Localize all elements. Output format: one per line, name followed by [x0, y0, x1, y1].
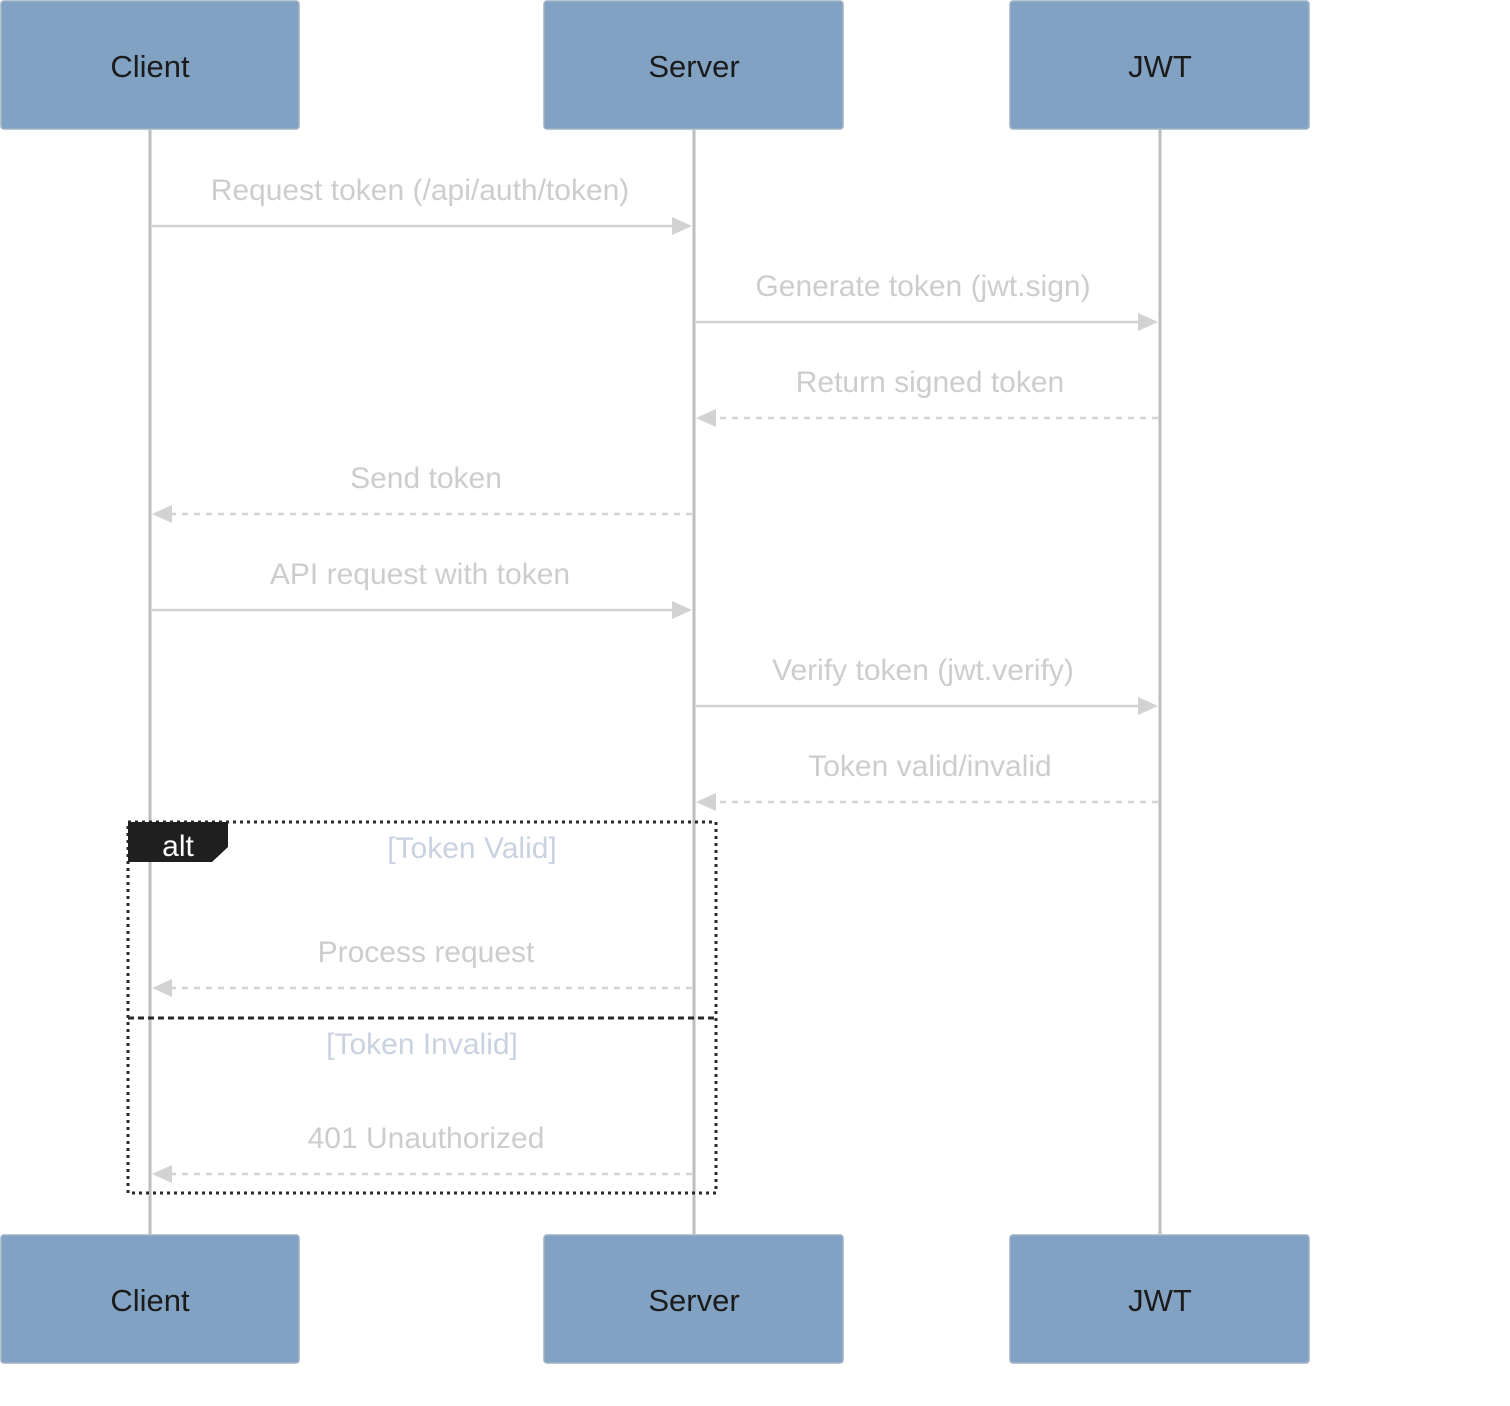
actor-label: JWT	[1128, 1283, 1192, 1318]
actor-box	[1009, 1234, 1310, 1364]
actor-box	[0, 0, 300, 130]
message-401-unauthorized: 401 Unauthorized	[152, 1122, 692, 1183]
actor-box	[543, 0, 844, 130]
message-label: API request with token	[270, 558, 570, 591]
alt-condition-invalid: [Token Invalid]	[326, 1028, 518, 1061]
alt-tag-label: alt	[162, 830, 194, 863]
actor-label: Server	[648, 49, 739, 84]
message-process-request: Process request	[152, 936, 692, 997]
arrow-head	[1138, 697, 1158, 715]
message-label: Request token (/api/auth/token)	[211, 174, 630, 207]
arrow-head	[152, 979, 172, 997]
alt-frame	[126, 820, 718, 1195]
actor-box	[1009, 0, 1310, 130]
actor-bottom-client: Client	[0, 1234, 300, 1364]
arrow-head	[672, 217, 692, 235]
actor-label: Server	[648, 1283, 739, 1318]
message-send-token: Send token	[152, 462, 692, 523]
message-api-request: API request with token	[152, 558, 692, 619]
actor-top-jwt: JWT	[1009, 0, 1310, 130]
actor-top-server: Server	[543, 0, 844, 130]
alt-tag	[128, 822, 228, 862]
alt-condition-valid: [Token Valid]	[387, 832, 557, 865]
message-return-signed-token: Return signed token	[696, 366, 1158, 427]
message-label: Send token	[350, 462, 502, 495]
arrow-head	[152, 505, 172, 523]
message-token-valid-invalid: Token valid/invalid	[696, 750, 1158, 811]
actor-box	[0, 1234, 300, 1364]
arrow-head	[672, 601, 692, 619]
message-label: Token valid/invalid	[808, 750, 1051, 783]
actor-bottom-jwt: JWT	[1009, 1234, 1310, 1364]
alt-fragment: alt [Token Valid] [Token Invalid]	[126, 820, 718, 1195]
arrow-head	[696, 409, 716, 427]
actor-bottom-server: Server	[543, 1234, 844, 1364]
message-label: Generate token (jwt.sign)	[755, 270, 1090, 303]
message-request-token: Request token (/api/auth/token)	[152, 174, 692, 235]
actor-label: JWT	[1128, 49, 1192, 84]
message-label: Verify token (jwt.verify)	[772, 654, 1074, 687]
arrow-head	[152, 1165, 172, 1183]
message-verify-token: Verify token (jwt.verify)	[696, 654, 1158, 715]
actor-label: Client	[110, 1283, 190, 1318]
arrow-head	[1138, 313, 1158, 331]
arrow-head	[696, 793, 716, 811]
actor-top-client: Client	[0, 0, 300, 130]
actor-box	[543, 1234, 844, 1364]
message-label: Process request	[318, 936, 535, 969]
message-generate-token: Generate token (jwt.sign)	[696, 270, 1158, 331]
message-label: Return signed token	[796, 366, 1065, 399]
message-label: 401 Unauthorized	[308, 1122, 545, 1155]
actor-label: Client	[110, 49, 190, 84]
